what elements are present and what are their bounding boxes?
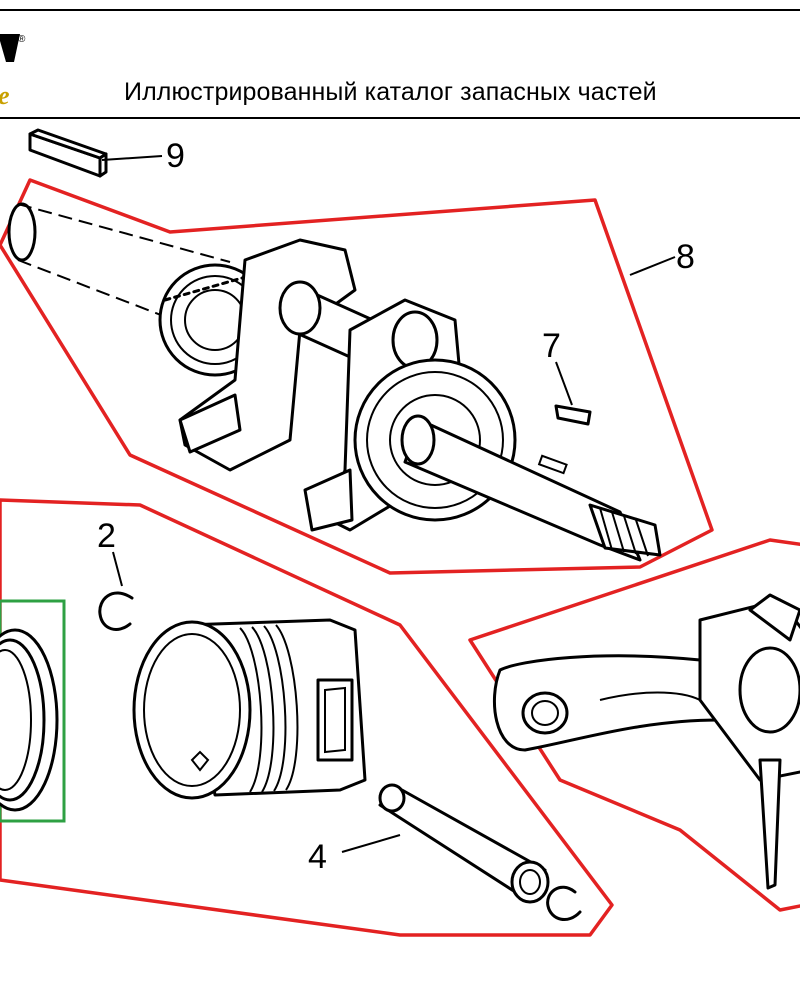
callout-4: 4 [308,838,327,876]
leader-line-2 [112,551,123,587]
brand-logo: ® e [0,34,26,110]
circlip-part [98,591,134,631]
callout-7: 7 [542,327,561,365]
catalog-header: ® e Иллюстрированный каталог запасных ча… [0,0,800,120]
callout-2: 2 [97,517,116,555]
piston-part [132,618,367,800]
piston-ring-highlight [0,599,66,823]
leader-line-4 [341,834,401,853]
crankshaft-part [7,202,662,562]
leader-line-8 [629,256,676,276]
crankshaft-group-outline [0,178,714,575]
callout-9: 9 [166,137,185,175]
svg-text:e: e [0,81,10,110]
connecting-rod-part [493,593,800,890]
leader-line-7 [555,361,573,406]
svg-text:®: ® [18,34,26,45]
header-rule [0,117,800,119]
piston-group-outline [0,498,614,937]
connecting-rod-group-outline [468,538,800,912]
callout-8: 8 [676,238,695,276]
leader-line-9 [101,155,163,161]
piston-rings-part [0,628,59,812]
page-title: Иллюстрированный каталог запасных частей [124,78,657,106]
key-part [28,128,108,178]
header-top-rule [0,9,800,11]
piston-pin-part [378,783,582,922]
woodruff-key-part [554,404,592,426]
